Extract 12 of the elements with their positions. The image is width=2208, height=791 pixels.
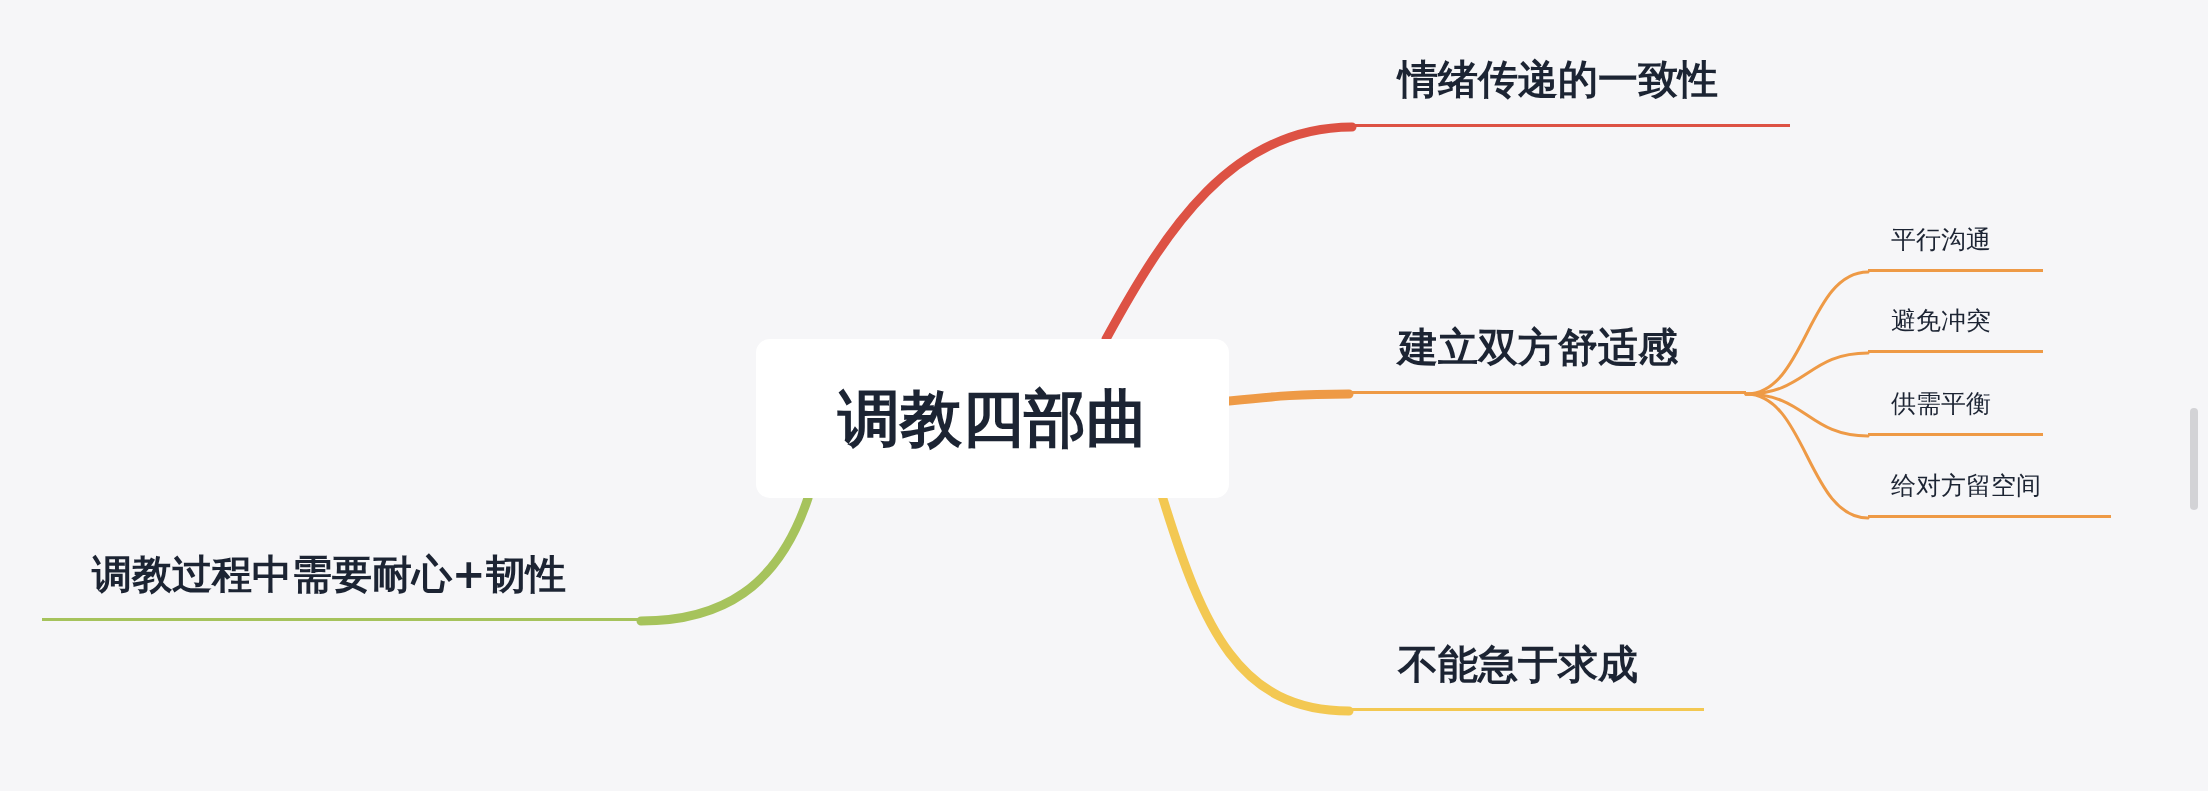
topic-text: 不能急于求成 [1398, 640, 1638, 689]
topic-text: 供需平衡 [1891, 387, 1991, 420]
topic-text: 建立双方舒适感 [1398, 323, 1678, 372]
central-topic-box [756, 339, 1229, 498]
topic-text: 避免冲突 [1891, 304, 1991, 337]
topic-text: 情绪传递的一致性 [1398, 54, 1718, 104]
topic-text: 调教四部曲 [837, 380, 1148, 457]
topic-text: 给对方留空间 [1891, 469, 2041, 502]
topic-text: 调教过程中需要耐心+韧性 [92, 550, 566, 599]
branch-connector [1744, 392, 1870, 520]
topic-text: 平行沟通 [1891, 223, 1991, 256]
branch-connector [1744, 351, 1870, 396]
